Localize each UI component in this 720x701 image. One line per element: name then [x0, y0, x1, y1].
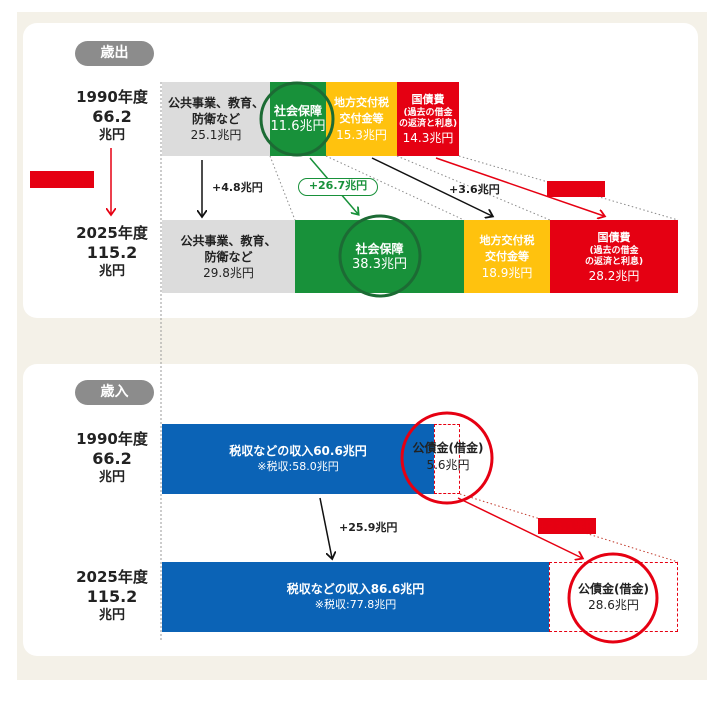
bar-label: 税収などの収入86.6兆円: [286, 582, 425, 596]
bar-sublabel: (過去の借金: [589, 245, 639, 256]
bar-2025-social-security: 社会保障 38.3兆円: [295, 220, 464, 293]
year-text: 2025年度: [76, 224, 148, 242]
social-security-2025-circle: [338, 214, 422, 298]
total-text: 66.2: [92, 449, 132, 468]
bar-label: 社会保障: [355, 241, 404, 256]
bar-label: 防衛など: [204, 249, 253, 264]
total-text: 115.2: [86, 587, 138, 606]
debt-change-label: +13.9兆円: [547, 181, 606, 197]
expenditure-section-label: 歳出: [75, 41, 154, 66]
debt-change-arrow: [435, 157, 604, 216]
revenue-section-label: 歳入: [75, 380, 154, 405]
bar-value: 29.8兆円: [203, 265, 254, 280]
social-security-1990-circle: [259, 81, 335, 157]
unit-text: 兆円: [98, 470, 125, 485]
bar-1990-public-works: 公共事業、教育、 防衛など 25.1兆円: [162, 82, 270, 156]
tax-change-label: +25.9兆円: [339, 521, 398, 534]
bar-value: 11.6兆円: [270, 119, 326, 134]
bar-1990-tax-revenue: 税収などの収入60.6兆円 ※税収:58.0兆円: [162, 424, 434, 494]
bar-value: 38.3兆円: [352, 256, 407, 272]
bar-2025-tax-revenue: 税収などの収入86.6兆円 ※税収:77.8兆円: [162, 562, 549, 632]
bar-2025-public-works: 公共事業、教育、 防衛など 29.8兆円: [162, 220, 295, 293]
bar-2025-local-tax: 地方交付税 交付金等 18.9兆円: [464, 220, 550, 293]
year-text: 1990年度: [76, 430, 148, 448]
bar-value: 5.6兆円: [426, 458, 470, 472]
bar-label: 地方交付税: [479, 233, 535, 247]
bar-1990-bonds: [434, 424, 460, 494]
total-change-label: +49.0兆円: [30, 171, 94, 188]
bar-value: 28.6兆円: [588, 598, 639, 612]
bar-value: 15.3兆円: [336, 128, 387, 142]
unit-text: 兆円: [98, 264, 125, 279]
local-tax-change-label: +3.6兆円: [449, 183, 500, 196]
bar-value: 25.1兆円: [190, 128, 242, 142]
bar-label: 公債金(借金): [412, 441, 484, 455]
bar-label: 国債費: [411, 93, 445, 106]
bar-1990-local-tax: 地方交付税 交付金等 15.3兆円: [326, 82, 397, 156]
bar-label: 公債金(借金): [578, 582, 649, 596]
bar-1990-bonds-text: 公債金(借金) 5.6兆円: [400, 440, 496, 474]
bar-value: 18.9兆円: [481, 265, 533, 280]
social-security-change-label: +26.7兆円: [298, 178, 378, 196]
bar-label: 交付金等: [485, 249, 529, 263]
bonds-1990-circle: [400, 411, 494, 505]
year-text: 1990年度: [76, 88, 148, 106]
bar-label: 国債費: [597, 230, 631, 244]
revenue-2025-label: 2025年度 115.2 兆円: [62, 568, 162, 625]
expenditure-1990-label: 1990年度 66.2 兆円: [62, 88, 162, 145]
bar-label: 社会保障: [273, 104, 322, 118]
bar-2025-debt: 国債費 (過去の借金 の返済と利息) 28.2兆円: [550, 220, 678, 293]
bar-note: ※税収:77.8兆円: [314, 598, 397, 611]
bonds-change-label: +23.1兆円: [538, 518, 597, 534]
expenditure-dotted-connectors: [269, 155, 679, 221]
bar-value: 28.2兆円: [588, 268, 640, 283]
bar-label: 防衛など: [191, 112, 240, 126]
bar-2025-bonds: 公債金(借金) 28.6兆円: [549, 562, 678, 632]
bar-1990-debt: 国債費 (過去の借金 の返済と利息) 14.3兆円: [397, 82, 459, 156]
bar-label: 地方交付税: [334, 96, 389, 109]
bonds-2025-circle: [567, 552, 659, 644]
total-text: 115.2: [86, 243, 138, 262]
revenue-1990-label: 1990年度 66.2 兆円: [62, 430, 162, 487]
unit-text: 兆円: [98, 128, 125, 143]
tax-change-arrow: [319, 497, 332, 558]
bar-label: 公共事業、教育、: [180, 233, 277, 248]
unit-text: 兆円: [98, 608, 125, 623]
total-text: 66.2: [92, 107, 132, 126]
bar-sublabel: の返済と利息): [398, 119, 458, 129]
expenditure-2025-label: 2025年度 115.2 兆円: [62, 224, 162, 281]
bar-label: 交付金等: [339, 112, 384, 125]
bar-note: ※税収:58.0兆円: [257, 460, 339, 473]
bar-sublabel: (過去の借金: [403, 108, 453, 118]
bar-label: 税収などの収入60.6兆円: [229, 444, 367, 458]
bar-label: 公共事業、教育、: [167, 96, 264, 110]
year-text: 2025年度: [76, 568, 148, 586]
public-works-change-label: +4.8兆円: [212, 181, 263, 194]
local-tax-change-arrow: [371, 157, 492, 216]
bonds-change-arrow: [457, 497, 582, 558]
bar-1990-social-security: 社会保障 11.6兆円: [270, 82, 326, 156]
bar-value: 14.3兆円: [402, 131, 454, 145]
bar-sublabel: の返済と利息): [584, 256, 644, 267]
